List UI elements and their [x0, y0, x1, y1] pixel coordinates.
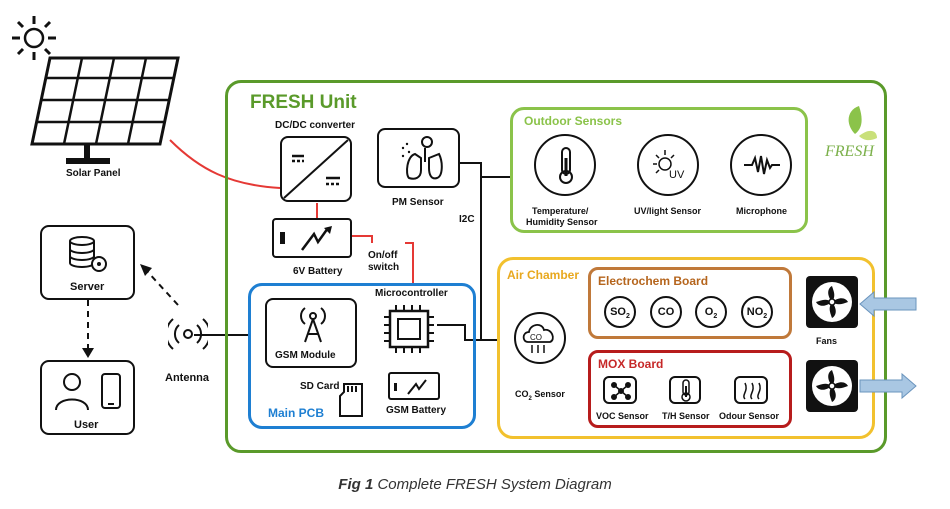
solar-panel-icon: [30, 56, 180, 164]
pm-sensor-box: [377, 128, 460, 188]
co2-sensor-label: CO2 Sensor: [515, 389, 565, 402]
solar-panel-label: Solar Panel: [66, 168, 121, 179]
battery-6v-box: [272, 218, 352, 258]
gsm-battery-label: GSM Battery: [386, 405, 447, 416]
main-pcb-label: Main PCB: [268, 406, 325, 420]
fan-outlet-icon: [806, 360, 858, 412]
fans-label: Fans: [816, 336, 838, 346]
antenna-label: Antenna: [165, 372, 209, 384]
air-inlet-arrow-icon: [859, 290, 917, 318]
fresh-logo: FRESH: [824, 106, 877, 160]
user-label: User: [74, 419, 99, 431]
dcdc-converter-icon: [283, 139, 349, 199]
uv-sun-icon: UV: [653, 150, 685, 181]
microphone-circle: [730, 134, 792, 196]
fresh-logo-text: FRESH: [824, 143, 875, 160]
solar-power-line: [169, 139, 281, 189]
uv-sensor-label: UV/light Sensor: [634, 206, 702, 216]
dcdc-label: DC/DC converter: [275, 120, 356, 131]
battery-6v-icon: [280, 226, 332, 251]
voc-sensor-label: VOC Sensor: [596, 411, 649, 421]
figure-number: Fig 1: [338, 476, 374, 493]
th-sensor-label: T/H Sensor: [662, 411, 710, 421]
so2-sensor: SO2: [604, 296, 636, 328]
battery-6v-label: 6V Battery: [293, 266, 343, 277]
microphone-label: Microphone: [736, 206, 787, 216]
outdoor-sensors-title: Outdoor Sensors: [524, 114, 623, 128]
gsm-module-label: GSM Module: [275, 350, 336, 361]
odour-sensor-label: Odour Sensor: [719, 411, 780, 421]
air-outlet-arrow-icon: [859, 372, 917, 400]
main-pcb-box: [248, 283, 476, 429]
gsm-tower-icon: [300, 307, 326, 343]
th-thermometer-icon: [681, 379, 691, 402]
switch-line: [352, 235, 414, 283]
microcontroller-icon: [384, 305, 434, 353]
user-box: User: [40, 360, 135, 435]
switch-label-2: switch: [368, 262, 400, 273]
gsm-battery-box: [388, 372, 440, 400]
sound-wave-icon: [744, 154, 780, 175]
figure-caption: Fig 1 Complete FRESH System Diagram: [0, 476, 950, 493]
co2-cloud-icon: CO: [522, 324, 554, 353]
lungs-icon: [401, 136, 443, 180]
server-box: Server: [40, 225, 135, 300]
dcdc-converter-box: [280, 136, 352, 202]
temp-sensor-label-2: Humidity Sensor: [526, 217, 598, 227]
electrochem-board-box: [588, 267, 792, 339]
voc-sensor-box: [603, 376, 637, 404]
mox-board-box: [588, 350, 792, 428]
gsm-module-box: GSM Module: [265, 298, 357, 368]
sun-icon: [12, 16, 56, 60]
antenna-server-arrowhead: [140, 264, 152, 276]
electrochem-title: Electrochem Board: [598, 274, 709, 288]
temp-sensor-label-1: Temperature/: [532, 206, 589, 216]
gsm-battery-icon: [394, 379, 427, 395]
server-label: Server: [70, 281, 105, 293]
co-sensor: CO: [650, 296, 682, 328]
th-sensor-box: [669, 376, 701, 404]
antenna-icon: [168, 318, 208, 350]
fan-inlet-icon: [806, 276, 858, 328]
uv-icon-text: UV: [669, 169, 685, 181]
i2c-bus-line: [460, 162, 482, 340]
fresh-unit-title: FRESH Unit: [250, 92, 357, 113]
antenna-server-link: [145, 269, 179, 306]
o2-sensor: O2: [695, 296, 727, 328]
uv-sensor-circle: UV: [637, 134, 699, 196]
i2c-label: I2C: [459, 214, 475, 225]
server-user-arrowhead: [82, 348, 94, 358]
pm-sensor-label: PM Sensor: [392, 197, 444, 208]
odour-sensor-box: [734, 376, 768, 404]
molecule-icon: [611, 382, 631, 400]
phone-icon: [101, 373, 121, 409]
sd-card-icon: [339, 383, 363, 417]
microcontroller-label: Microcontroller: [375, 288, 448, 299]
outdoor-sensors-box: [510, 107, 808, 233]
air-chamber-box: [497, 257, 875, 439]
fresh-unit-box: [225, 80, 887, 453]
figure-caption-text: Complete FRESH System Diagram: [373, 476, 612, 493]
switch-label-1: On/off: [368, 250, 398, 261]
odour-waves-icon: [743, 382, 761, 400]
temp-humidity-sensor-circle: [534, 134, 596, 196]
no2-sensor: NO2: [741, 296, 773, 328]
air-chamber-title: Air Chamber: [507, 268, 580, 282]
thermometer-icon: [559, 147, 573, 184]
co2-icon-text: CO: [530, 333, 542, 342]
sd-card-label: SD Card: [300, 381, 340, 392]
co2-sensor-circle: CO: [514, 312, 566, 364]
database-icon: [69, 236, 107, 272]
user-icon: [55, 373, 121, 411]
mox-title: MOX Board: [598, 357, 664, 371]
